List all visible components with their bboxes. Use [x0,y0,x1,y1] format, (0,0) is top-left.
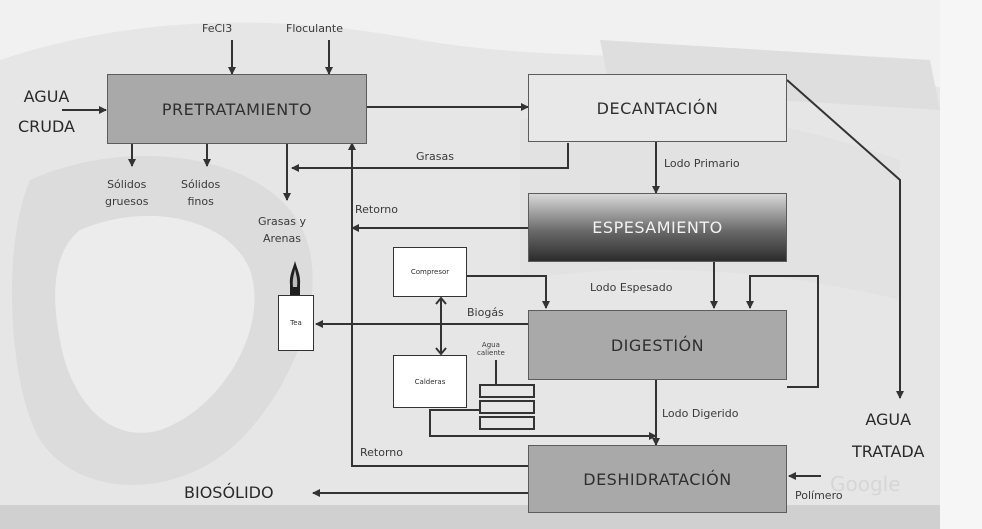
decantacion-box: DECANTACIÓN [528,74,787,142]
solidos-gruesos-label: Sólidos gruesos [105,178,149,208]
biogas-label: Biogás [467,306,504,319]
heat-exchanger-coil-2 [479,400,535,414]
grasas-label: Grasas [416,150,454,163]
digestion-box: DIGESTIÓN [528,310,787,380]
agua-cruda-label: AGUA CRUDA [18,87,75,136]
espesamiento-box: ESPESAMIENTO [528,193,787,262]
solidos-finos-label: Sólidos finos [181,178,221,208]
grasas-return-arrow [291,143,569,172]
heat-exchanger-coil-1 [479,384,535,398]
fecl3-label: FeCl3 [202,22,233,35]
deshidratacion-box: DESHIDRATACIÓN [528,445,787,513]
retorno-top-label: Retorno [355,203,398,216]
retorno-bottom-arrow [348,142,528,467]
compresor-box: Compresor [393,247,467,297]
calderas-box: Calderas [393,355,467,408]
heat-exchanger-coil-3 [479,416,535,430]
grasas-arenas-label: Grasas y Arenas [258,215,306,245]
link-arrowheads [435,296,447,356]
exchanger-loop-arrow [429,409,657,440]
agua-tratada-arrow [786,79,904,399]
biosolido-label: BIOSÓLIDO [184,483,274,502]
tea-box: Tea [278,295,314,351]
polimero-label: Polímero [795,489,843,502]
pretratamiento-box: PRETRATAMIENTO [107,74,367,144]
google-watermark: Google [830,472,901,496]
flare-icon [289,261,301,295]
lodo-espesado-label: Lodo Espesado [590,281,673,294]
agua-tratada-label: AGUA TRATADA [852,410,925,461]
lodo-primario-label: Lodo Primario [664,157,740,170]
recirculation-arrow [746,275,819,388]
compresor-arrow [467,275,550,309]
lodo-digerido-label: Lodo Digerido [662,407,739,420]
retorno-bottom-label: Retorno [360,446,403,459]
floculante-label: Floculante [286,22,343,35]
agua-caliente-label: Agua caliente [477,341,505,357]
